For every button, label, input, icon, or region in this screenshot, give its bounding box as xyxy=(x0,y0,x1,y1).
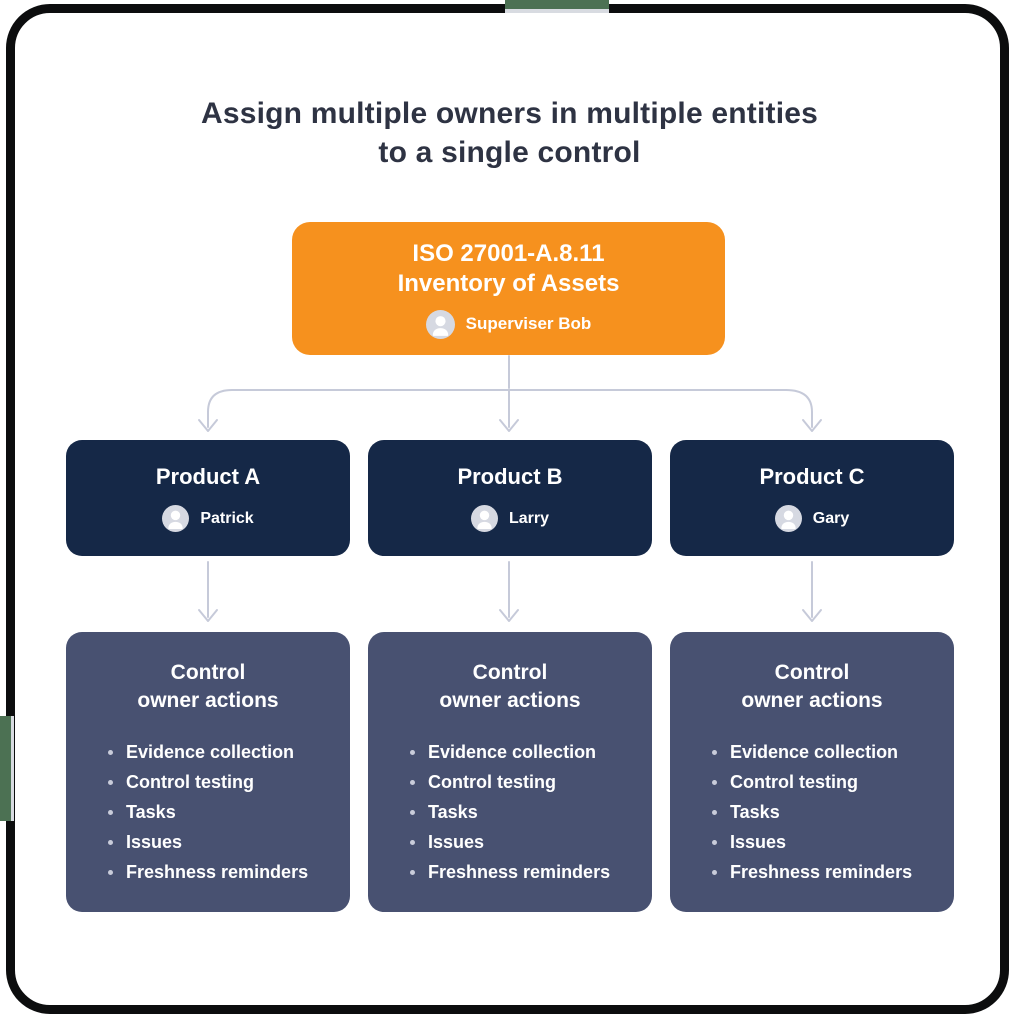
root-control-node: ISO 27001-A.8.11 Inventory of Assets Sup… xyxy=(292,222,725,355)
control-id: ISO 27001-A.8.11 xyxy=(412,239,605,267)
action-list-item: Freshness reminders xyxy=(406,857,634,887)
card-edge-line-top xyxy=(505,9,609,13)
product-c-node: Product C Gary xyxy=(670,440,954,556)
action-list-item: Tasks xyxy=(406,797,634,827)
action-list-item: Evidence collection xyxy=(406,737,634,767)
root-owner-row: Superviser Bob xyxy=(425,309,592,339)
action-list-item: Issues xyxy=(104,827,332,857)
product-owner-name: Gary xyxy=(812,509,850,527)
owner-actions-title-line1: Control xyxy=(472,661,548,684)
action-list-item: Tasks xyxy=(708,797,936,827)
action-list-item: Evidence collection xyxy=(104,737,332,767)
product-owner-name: Larry xyxy=(508,509,550,527)
owner-actions-list: Evidence collection Control testing Task… xyxy=(386,737,634,887)
action-list-item: Control testing xyxy=(104,767,332,797)
product-b-node: Product B Larry xyxy=(368,440,652,556)
owner-actions-node-c: Control owner actions Evidence collectio… xyxy=(670,632,954,912)
user-avatar-icon xyxy=(774,505,802,532)
action-list-item: Issues xyxy=(708,827,936,857)
action-list-item: Evidence collection xyxy=(708,737,936,767)
owner-actions-title-line2: owner actions xyxy=(439,689,581,712)
action-list-item: Freshness reminders xyxy=(104,857,332,887)
action-list-item: Control testing xyxy=(406,767,634,797)
owner-actions-title-line1: Control xyxy=(774,661,850,684)
action-list-item: Control testing xyxy=(708,767,936,797)
user-avatar-icon xyxy=(162,505,190,532)
owner-actions-title: Control owner actions xyxy=(386,659,634,715)
user-avatar-icon xyxy=(425,309,455,339)
action-list-item: Freshness reminders xyxy=(708,857,936,887)
root-owner-name: Superviser Bob xyxy=(465,314,592,333)
product-owner-row: Gary xyxy=(774,505,850,532)
product-a-node: Product A Patrick xyxy=(66,440,350,556)
background-accent-top xyxy=(505,0,609,9)
owner-actions-title-line1: Control xyxy=(170,661,246,684)
product-owner-name: Patrick xyxy=(200,509,254,527)
background-accent-left xyxy=(0,716,11,821)
control-name: Inventory of Assets xyxy=(397,269,620,297)
product-owner-row: Larry xyxy=(470,505,550,532)
action-list-item: Issues xyxy=(406,827,634,857)
owner-actions-title-line2: owner actions xyxy=(741,689,883,712)
product-owner-row: Patrick xyxy=(162,505,254,532)
action-list-item: Tasks xyxy=(104,797,332,827)
card-edge-line-left xyxy=(11,716,14,821)
owner-actions-title: Control owner actions xyxy=(84,659,332,715)
page-title-line2: to a single control xyxy=(378,136,641,169)
owner-actions-list: Evidence collection Control testing Task… xyxy=(84,737,332,887)
owner-actions-title-line2: owner actions xyxy=(137,689,279,712)
product-name: Product C xyxy=(759,464,865,489)
product-name: Product B xyxy=(457,464,563,489)
owner-actions-title: Control owner actions xyxy=(688,659,936,715)
product-name: Product A xyxy=(155,464,261,489)
owner-actions-node-b: Control owner actions Evidence collectio… xyxy=(368,632,652,912)
page-title-line1: Assign multiple owners in multiple entit… xyxy=(200,97,819,130)
page-title: Assign multiple owners in multiple entit… xyxy=(0,94,1019,172)
owner-actions-list: Evidence collection Control testing Task… xyxy=(688,737,936,887)
user-avatar-icon xyxy=(470,505,498,532)
owner-actions-node-a: Control owner actions Evidence collectio… xyxy=(66,632,350,912)
